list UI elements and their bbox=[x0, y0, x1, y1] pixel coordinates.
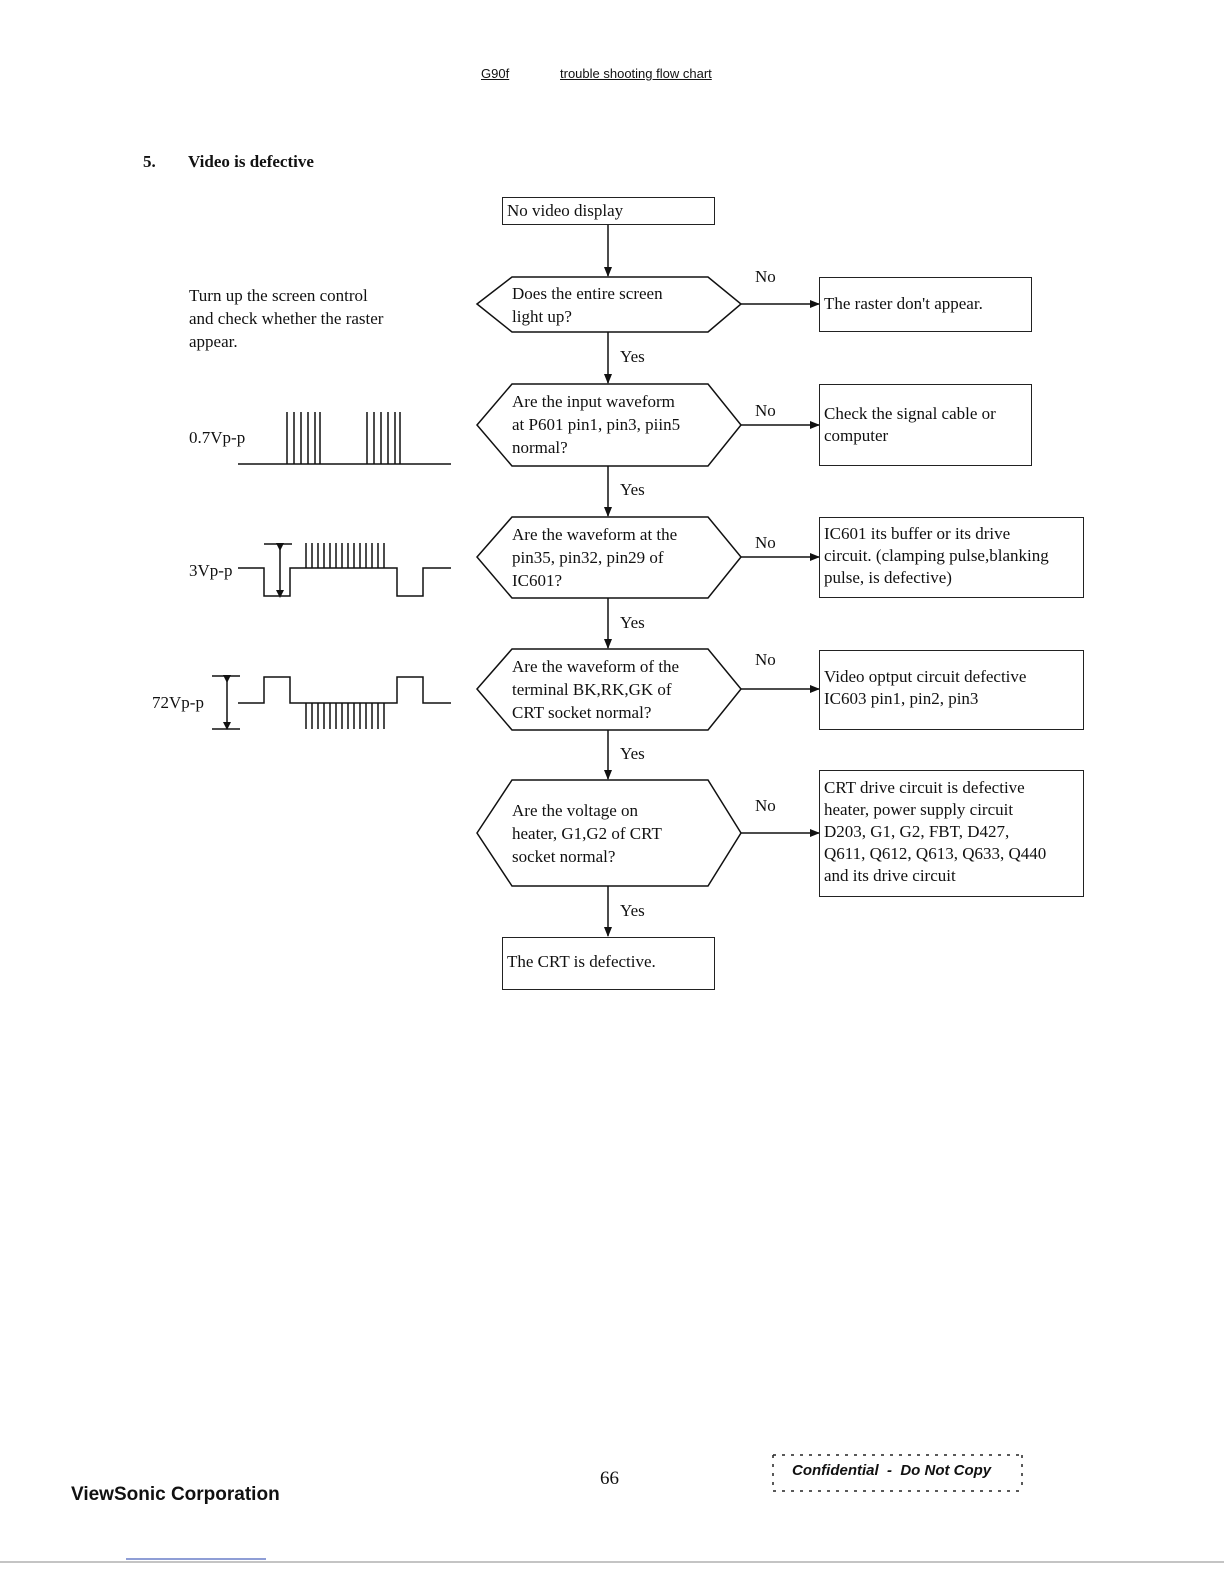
decision-line: heater, G1,G2 of CRT bbox=[512, 824, 662, 843]
no-label: No bbox=[755, 401, 776, 420]
outcome-line: IC603 pin1, pin2, pin3 bbox=[824, 689, 979, 708]
no-label: No bbox=[755, 533, 776, 552]
decision-line: IC601? bbox=[512, 571, 563, 590]
decision-line: light up? bbox=[512, 307, 572, 326]
decision-line: Are the voltage on bbox=[512, 801, 639, 820]
note-line: appear. bbox=[189, 332, 238, 351]
outcome-line: Check the signal cable or bbox=[824, 404, 996, 423]
outcome-line: and its drive circuit bbox=[824, 866, 956, 885]
yes-label: Yes bbox=[620, 480, 645, 499]
footer-company: ViewSonic Corporation bbox=[71, 1484, 280, 1505]
waveform-3vpp bbox=[238, 543, 451, 598]
outcome-box-4: Video optput circuit defective IC603 pin… bbox=[819, 650, 1084, 730]
waveform-label-0.7vpp: 0.7Vp-p bbox=[189, 428, 246, 447]
confidential-stamp: Confidential - Do Not Copy bbox=[792, 1462, 992, 1479]
waveform-label-72vpp: 72Vp-p bbox=[152, 693, 204, 712]
header-model: G90f bbox=[481, 66, 510, 81]
yes-label: Yes bbox=[620, 744, 645, 763]
end-text: The CRT is defective. bbox=[507, 952, 656, 971]
decision-line: CRT socket normal? bbox=[512, 703, 652, 722]
no-label: No bbox=[755, 796, 776, 815]
decision-line: normal? bbox=[512, 438, 568, 457]
start-text: No video display bbox=[507, 201, 624, 220]
yes-label: Yes bbox=[620, 613, 645, 632]
page-number: 66 bbox=[600, 1468, 619, 1489]
outcome-line: CRT drive circuit is defective bbox=[824, 778, 1025, 797]
outcome-line: The raster don't appear. bbox=[824, 294, 983, 313]
no-label: No bbox=[755, 267, 776, 286]
decision-line: at P601 pin1, pin3, piin5 bbox=[512, 415, 681, 434]
screen-control-note: Turn up the screen control and check whe… bbox=[189, 284, 383, 353]
outcome-line: Q611, Q612, Q613, Q633, Q440 bbox=[824, 844, 1047, 863]
section-title: Video is defective bbox=[188, 152, 314, 171]
decision-line: Are the waveform of the bbox=[512, 657, 680, 676]
outcome-line: Video optput circuit defective bbox=[824, 667, 1027, 686]
decision-text-1: Does the entire screen light up? bbox=[512, 282, 663, 328]
confidential-frame bbox=[772, 1454, 1023, 1492]
waveform-label-3vpp: 3Vp-p bbox=[189, 561, 233, 580]
decision-text-4: Are the waveform of the terminal BK,RK,G… bbox=[512, 655, 679, 724]
outcome-box-2: Check the signal cable or computer bbox=[819, 384, 1032, 466]
note-line: and check whether the raster bbox=[189, 309, 384, 328]
outcome-box-1: The raster don't appear. bbox=[819, 277, 1032, 332]
outcome-line: pulse, is defective) bbox=[824, 568, 952, 587]
yes-label: Yes bbox=[620, 347, 645, 366]
waveform-0.7vpp bbox=[238, 412, 451, 465]
end-box: The CRT is defective. bbox=[502, 937, 715, 990]
outcome-box-3: IC601 its buffer or its drive circuit. (… bbox=[819, 517, 1084, 598]
section-number: 5. bbox=[143, 152, 156, 171]
outcome-line: IC601 its buffer or its drive bbox=[824, 524, 1011, 543]
no-label: No bbox=[755, 650, 776, 669]
decision-line: socket normal? bbox=[512, 847, 616, 866]
waveform-72vpp bbox=[212, 675, 451, 730]
decision-line: Does the entire screen bbox=[512, 284, 663, 303]
note-line: Turn up the screen control bbox=[189, 286, 368, 305]
header-title: trouble shooting flow chart bbox=[560, 66, 712, 81]
outcome-line: computer bbox=[824, 426, 889, 445]
outcome-line: circuit. (clamping pulse,blanking bbox=[824, 546, 1049, 565]
decision-line: Are the waveform at the bbox=[512, 525, 678, 544]
decision-line: pin35, pin32, pin29 of bbox=[512, 548, 664, 567]
decision-line: Are the input waveform bbox=[512, 392, 675, 411]
start-box: No video display bbox=[502, 197, 715, 225]
outcome-line: D203, G1, G2, FBT, D427, bbox=[824, 822, 1010, 841]
yes-label: Yes bbox=[620, 901, 645, 920]
outcome-box-5: CRT drive circuit is defective heater, p… bbox=[819, 770, 1084, 897]
decision-text-2: Are the input waveform at P601 pin1, pin… bbox=[512, 390, 680, 459]
outcome-line: heater, power supply circuit bbox=[824, 800, 1014, 819]
decision-line: terminal BK,RK,GK of bbox=[512, 680, 672, 699]
decision-text-3: Are the waveform at the pin35, pin32, pi… bbox=[512, 523, 677, 592]
decision-text-5: Are the voltage on heater, G1,G2 of CRT … bbox=[512, 799, 662, 868]
